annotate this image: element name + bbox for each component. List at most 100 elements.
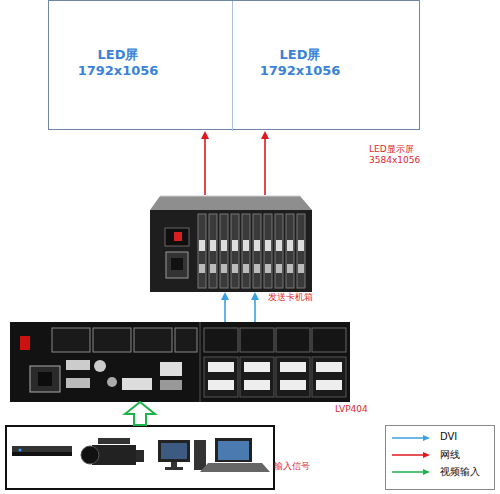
led-screen: LED屏 1792x1056 xyxy=(49,1,233,131)
card-slots-part xyxy=(221,264,227,273)
input-devices-part xyxy=(136,450,144,462)
video-processor-part xyxy=(208,380,234,390)
input-devices-part xyxy=(200,463,270,472)
video-processor-part xyxy=(276,328,310,352)
input-devices-part xyxy=(12,446,72,456)
video-processor-part xyxy=(244,380,270,390)
card-slots-part xyxy=(232,240,238,251)
screen-label: LED屏 1792x1056 xyxy=(255,47,345,80)
card-slots-part xyxy=(253,214,261,288)
legend-label: DVI xyxy=(440,431,457,442)
device-label: 发送卡机箱 xyxy=(268,292,338,303)
card-slots-part xyxy=(254,240,260,251)
card-slots-part xyxy=(220,214,228,288)
input-devices-part xyxy=(12,452,72,456)
arrow-head xyxy=(201,131,209,139)
card-slots xyxy=(198,214,305,288)
sending-card-chassis-part xyxy=(165,228,189,246)
sending-card-chassis-part xyxy=(171,258,183,270)
video-processor-part xyxy=(122,378,152,390)
hollow-arrow xyxy=(125,402,155,425)
video-processor-part xyxy=(204,328,238,352)
video-processor-part xyxy=(244,362,270,372)
card-slots-part xyxy=(276,240,282,251)
legend-label: 视频输入 xyxy=(440,465,480,479)
video-processor-part xyxy=(175,328,197,352)
signal-arrow xyxy=(261,131,269,195)
card-slots-part xyxy=(287,240,293,251)
arrow-line xyxy=(224,299,226,322)
video-processor-part xyxy=(280,362,306,372)
arrow-line xyxy=(204,138,206,195)
input-devices-part xyxy=(218,441,249,460)
card-slots-part xyxy=(298,264,304,273)
card-slots-part xyxy=(198,214,206,288)
video-processor-part xyxy=(66,360,90,370)
legend-label: 网线 xyxy=(440,448,460,462)
card-slots-part xyxy=(265,264,271,273)
legend-box-part xyxy=(392,437,424,439)
input-devices-part xyxy=(215,438,252,462)
screen-label: LED屏 1792x1056 xyxy=(73,47,163,80)
card-slots-part xyxy=(286,214,294,288)
video-processor-part xyxy=(10,322,350,402)
video-processor-part xyxy=(93,328,131,352)
card-slots-part xyxy=(275,214,283,288)
video-processor-part xyxy=(240,328,274,352)
video-processor-part xyxy=(66,378,90,388)
video-processor-part xyxy=(20,336,30,350)
video-processor-part xyxy=(38,372,52,386)
card-slots-part xyxy=(287,264,293,273)
sending-card-chassis-part xyxy=(166,252,188,278)
sending-card-chassis-part xyxy=(160,196,300,197)
video-processor-part xyxy=(316,362,342,372)
video-processor-part xyxy=(107,377,117,387)
video-processor-part xyxy=(312,328,346,352)
video-processor-part xyxy=(204,357,238,397)
card-slots-part xyxy=(231,214,239,288)
legend-box-part xyxy=(392,471,424,473)
card-slots-part xyxy=(199,240,205,251)
input-devices-part xyxy=(98,438,130,444)
video-processor-part xyxy=(160,380,182,390)
video-processor-part xyxy=(200,322,201,402)
video-processor: LVP404 xyxy=(10,322,350,402)
input-devices-part xyxy=(81,446,99,464)
card-slots-part xyxy=(199,264,205,273)
sending-card-chassis-part xyxy=(150,210,312,292)
signal-arrow xyxy=(251,292,259,322)
video-processor-part xyxy=(240,357,274,397)
legend-box-part xyxy=(423,435,430,441)
video-processor xyxy=(10,322,350,402)
card-slots-part xyxy=(265,240,271,251)
legend-box-part xyxy=(392,454,424,456)
sending-card-chassis-part xyxy=(150,196,312,210)
video-processor-part xyxy=(30,366,60,392)
input-source-box: 输入信号 xyxy=(5,425,275,490)
sending-card-chassis-part xyxy=(174,232,182,241)
card-slots-part xyxy=(264,214,272,288)
card-slots-part xyxy=(243,264,249,273)
arrow-line xyxy=(264,138,266,195)
legend-box-part xyxy=(423,469,430,475)
led-display: LED显示屏 3584x1056LED屏 1792x1056LED屏 1792x… xyxy=(48,0,420,130)
video-processor-part xyxy=(276,357,310,397)
video-processor-part xyxy=(94,360,106,372)
display-label: LED显示屏 3584x1056 xyxy=(369,144,431,167)
arrow-head xyxy=(261,131,269,139)
card-slots-part xyxy=(297,214,305,288)
video-processor-part xyxy=(134,328,172,352)
arrow-head xyxy=(251,292,259,300)
video-processor-part xyxy=(52,328,90,352)
input-devices-part xyxy=(161,443,187,459)
input-devices-part xyxy=(19,449,22,452)
card-slots-part xyxy=(210,240,216,251)
card-slots-part xyxy=(298,240,304,251)
card-slots-part xyxy=(209,214,217,288)
input-devices-part xyxy=(194,440,206,470)
card-slots-part xyxy=(242,214,250,288)
card-slots-part xyxy=(221,240,227,251)
signal-arrow xyxy=(221,292,229,322)
